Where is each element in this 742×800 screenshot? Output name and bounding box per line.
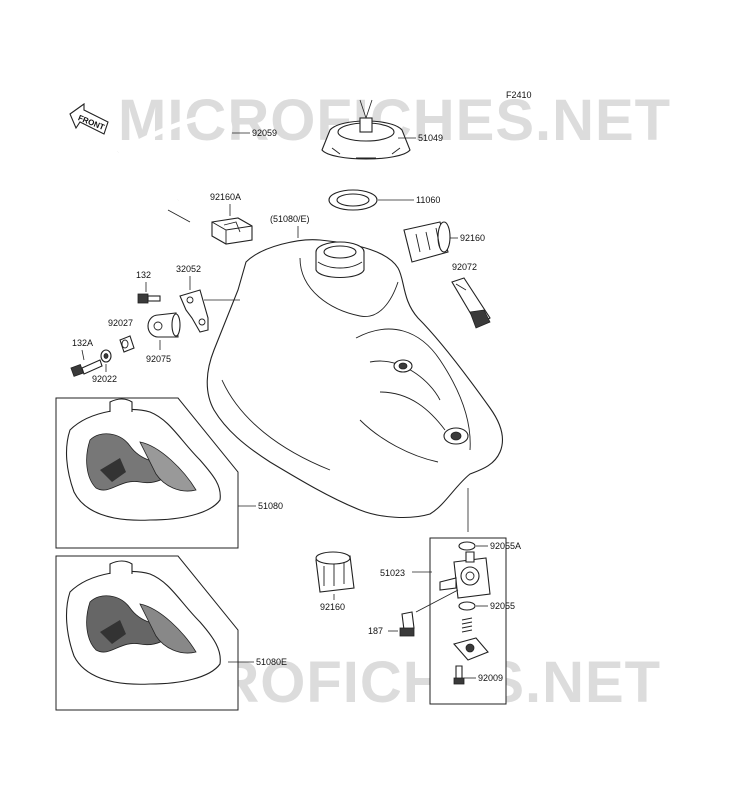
label-92059: 92059: [252, 128, 277, 138]
label-132: 132: [136, 270, 151, 280]
label-92072: 92072: [452, 262, 477, 272]
fuel-cock-lever: [453, 617, 489, 661]
fuel-cock-51023: [439, 551, 491, 599]
label-92160a: 92160A: [210, 192, 241, 202]
label-51080e-paren: (51080/E): [270, 214, 310, 224]
label-92160-bottom: 92160: [320, 602, 345, 612]
label-92009: 92009: [478, 673, 503, 683]
tank-decal-box-51080e: [55, 555, 239, 711]
label-132a: 132A: [72, 338, 93, 348]
label-92027: 92027: [108, 318, 133, 328]
label-32052: 32052: [176, 264, 201, 274]
washer-92022: [100, 349, 112, 363]
label-51049: 51049: [418, 133, 443, 143]
damper-92075: [147, 312, 181, 338]
o-ring-92055a: [458, 541, 476, 551]
label-92075: 92075: [146, 354, 171, 364]
breather-hose: [116, 113, 233, 223]
label-92055: 92055: [490, 601, 515, 611]
damper-92160a: [211, 217, 253, 245]
front-arrow-icon: FRONT: [69, 102, 109, 135]
bracket-32052: [179, 289, 209, 333]
screw-187: [399, 611, 415, 637]
label-92055a: 92055A: [490, 541, 521, 551]
label-51080e: 51080E: [256, 657, 287, 667]
bolt-132: [137, 293, 161, 304]
label-187: 187: [368, 626, 383, 636]
damper-92160-bottom: [315, 551, 355, 593]
label-92022: 92022: [92, 374, 117, 384]
label-92160-top: 92160: [460, 233, 485, 243]
tank-decal-box-51080: [55, 397, 239, 549]
damper-92160-top: [403, 221, 451, 263]
strap-92072: [451, 277, 491, 329]
cap-gasket: [328, 189, 378, 211]
label-51080: 51080: [258, 501, 283, 511]
o-ring-92055: [458, 601, 476, 611]
bolt-132a: [70, 359, 103, 377]
label-51023: 51023: [380, 568, 405, 578]
fuel-cap: [321, 117, 411, 160]
screw-92009: [453, 665, 465, 685]
collar-92027: [119, 335, 135, 353]
fuel-tank: [206, 239, 503, 518]
figure-code: F2410: [506, 90, 532, 100]
label-11060: 11060: [416, 195, 440, 205]
